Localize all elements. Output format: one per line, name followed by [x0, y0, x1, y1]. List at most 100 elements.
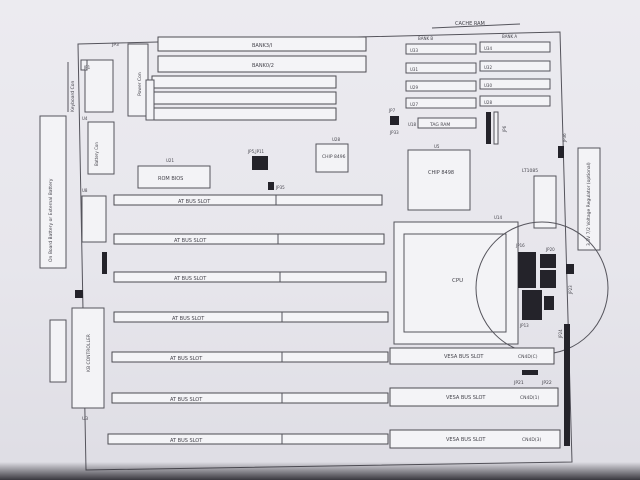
- jp20-label: JP20: [545, 247, 555, 252]
- jp6-jumper: [486, 112, 491, 144]
- lt1085-regulator: [533, 175, 557, 229]
- at-bus-slots: AT BUS SLOT AT BUS SLOT AT BUS SLOT AT B…: [107, 194, 389, 445]
- kb-pin-block: [80, 59, 88, 71]
- cache-chips: U33 U34 U31 U32 U29 U30 U27 U28: [405, 41, 551, 109]
- at-bus-slot-3-label: AT BUS SLOT: [174, 276, 207, 282]
- cache-chip-u31: [405, 62, 477, 74]
- left-connector: [49, 319, 67, 383]
- cache-chip-u34-label: U34: [484, 46, 492, 51]
- u8-label: U8: [82, 188, 88, 193]
- voltage-regulator-block: [577, 147, 601, 251]
- simm-slot-4: [151, 91, 337, 105]
- cache-chip-u28-label: U28: [484, 100, 492, 105]
- cache-chip-u33: [405, 43, 477, 55]
- battery-con-label: Battery Con: [94, 142, 99, 166]
- tag-ram-chip: [417, 117, 477, 129]
- u28-label: U28: [332, 137, 340, 142]
- cache-chip-u32-label: U32: [484, 65, 492, 70]
- at-bus-slot-7: [107, 433, 389, 445]
- at-bus-slot-5: [111, 351, 389, 363]
- jp35-jumper: [268, 182, 274, 190]
- chip-8496-large: [407, 149, 471, 211]
- u4-label: U4: [82, 116, 88, 121]
- chip-8496-small-label: CHIP 8496: [322, 154, 346, 160]
- simm-slot-5: [151, 107, 337, 121]
- jp13-label: JP13: [519, 323, 529, 328]
- jp6-header: [493, 111, 499, 145]
- jumper-block-4: [522, 290, 542, 320]
- simm-clip-block: [145, 79, 155, 121]
- at-bus-slot-4-label: AT BUS SLOT: [172, 316, 205, 322]
- vesa-bus-slot-2-label: VESA BUS SLOT: [446, 395, 486, 401]
- vesa-bus-slot-1: [389, 347, 555, 365]
- chip-8496-small: [315, 143, 349, 173]
- bank-top-label: BANK3/I: [252, 43, 272, 49]
- chip-8496-large-label: CHIP 8498: [428, 170, 454, 176]
- lt1085-label: LT1085: [522, 168, 538, 174]
- jumper-block-1: [518, 252, 536, 288]
- bank-bottom-label: BANK0/2: [252, 63, 274, 69]
- rom-bios-label: ROM BIOS: [158, 176, 183, 182]
- cache-ram-bar: [431, 23, 521, 29]
- cache-chip-u27: [405, 97, 477, 109]
- jp5-11-label: JP5,JP11: [247, 149, 265, 154]
- jp5-jp11-jumper: [252, 156, 268, 170]
- vesa-bus-slot-1-label: VESA BUS SLOT: [444, 354, 484, 360]
- kb-controller-label: KB CONTROLLER: [86, 334, 92, 372]
- cache-chip-u33-label: U33: [410, 48, 418, 53]
- keyboard-con-label: Keyboard Con: [70, 81, 76, 112]
- cpu-socket: [393, 221, 519, 345]
- jp7-jumper: [390, 116, 399, 125]
- at-bus-slot-5-label: AT BUS SLOT: [170, 356, 203, 362]
- at-bus-slot-2: [113, 233, 385, 245]
- jp23-label: JP23: [568, 285, 573, 295]
- tag-ram-label: TAG RAM: [429, 122, 450, 128]
- jp35-label: JP35: [275, 185, 285, 190]
- vesa-bus-slots: VESA BUS SLOT CN4D(C) VESA BUS SLOT CN4D…: [389, 347, 561, 449]
- left-jumper: [102, 252, 107, 274]
- at-bus-slot-3: [113, 271, 387, 283]
- jp24-header: [564, 324, 570, 446]
- jp-left-jumper: [75, 290, 83, 298]
- kb-controller-chip: [71, 307, 105, 409]
- jp36-label: JP36: [562, 133, 567, 143]
- jp21-label: JP21: [513, 380, 524, 386]
- bank-a-label: BANK A: [502, 34, 517, 39]
- cache-chip-u29-label: U29: [410, 85, 418, 90]
- simm-bank-bottom: [157, 55, 367, 73]
- jumper-block-2: [540, 254, 556, 268]
- u14-label: U14: [494, 215, 502, 220]
- jp33-label: JP33: [389, 130, 399, 135]
- cache-chip-u27-label: U27: [410, 102, 418, 107]
- external-battery-block: [39, 115, 67, 269]
- vesa-bus-slot-3-label: VESA BUS SLOT: [446, 437, 486, 443]
- jp7-label: JP7: [388, 108, 396, 113]
- vesa-slot-2-id: CN4D(1): [520, 395, 539, 401]
- ext-battery-label: On Board Battery or External Battery: [48, 178, 54, 262]
- cpu-socket-inner: [403, 233, 507, 333]
- photo-edge-shadow: [0, 462, 640, 480]
- rom-bios-chip: [137, 165, 211, 189]
- keyboard-connector: [84, 59, 114, 113]
- vesa-bus-slot-3: [389, 429, 561, 449]
- vesa-bus-slot-2: [389, 387, 559, 407]
- vesa-slot-1-id: CN4D(C): [518, 354, 538, 360]
- jp3-label: JP3: [111, 42, 119, 48]
- u5-label: U5: [434, 144, 440, 149]
- jp16-label: JP16: [515, 243, 525, 248]
- power-con-label: Power Con: [137, 72, 143, 96]
- jp23-jumper: [566, 264, 574, 274]
- at-bus-slot-1-label: AT BUS SLOT: [178, 199, 211, 205]
- at-bus-slot-7-label: AT BUS SLOT: [170, 438, 203, 444]
- battery-connector: [87, 121, 115, 175]
- at-bus-slot-6-label: AT BUS SLOT: [170, 397, 203, 403]
- cache-chip-u28: [479, 95, 551, 107]
- jp36-jumper: [558, 146, 564, 158]
- cache-chip-u30-label: U30: [484, 83, 492, 88]
- jp6-label: JP6: [502, 125, 507, 133]
- at-bus-slot-4: [113, 311, 389, 323]
- at-bus-slot-1: [113, 194, 383, 206]
- regulator-label: 3.3V 7/2 Voltage Regulator (optional): [586, 162, 592, 246]
- jp21-jumper: [522, 370, 538, 375]
- cache-chip-u34: [479, 41, 551, 53]
